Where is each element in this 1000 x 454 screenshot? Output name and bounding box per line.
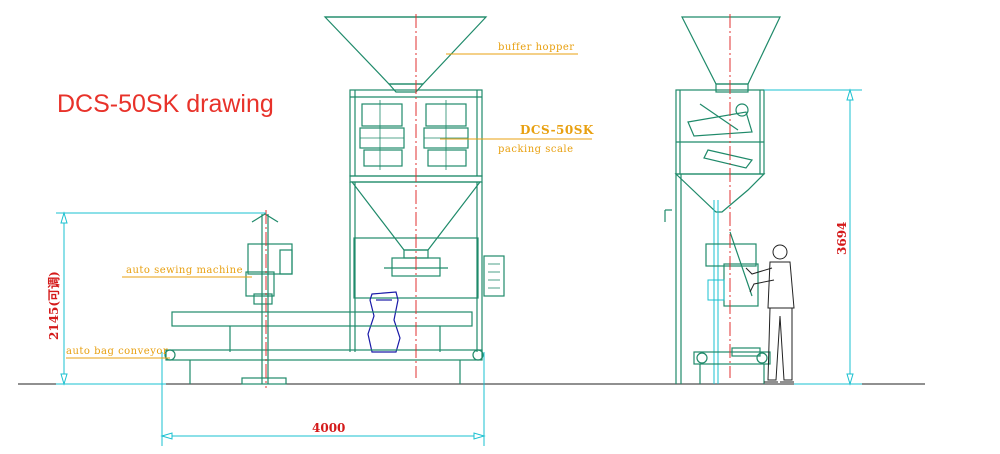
label-model: DCS-50SK [520,123,594,137]
dimension-length-value: 4000 [312,421,345,435]
front-view-main-machine [323,16,505,353]
operator-figure [745,244,795,383]
label-auto-sewing-machine: auto sewing machine [126,265,243,276]
drawing-title: DCS-50SK drawing [57,90,274,118]
dimension-height-right [764,88,862,386]
dimension-height-left-value: 2145(可调) [47,271,61,340]
label-auto-bag-conveyor: auto bag conveyor [66,346,168,357]
front-view-conveyor [164,213,484,385]
dimension-height-left [56,211,266,386]
label-packing-scale: packing scale [498,144,574,155]
dimension-height-right-value: 3694 [835,222,849,255]
dimension-length [160,352,486,446]
side-view-machine [664,16,781,384]
label-buffer-hopper: buffer hopper [498,42,575,53]
